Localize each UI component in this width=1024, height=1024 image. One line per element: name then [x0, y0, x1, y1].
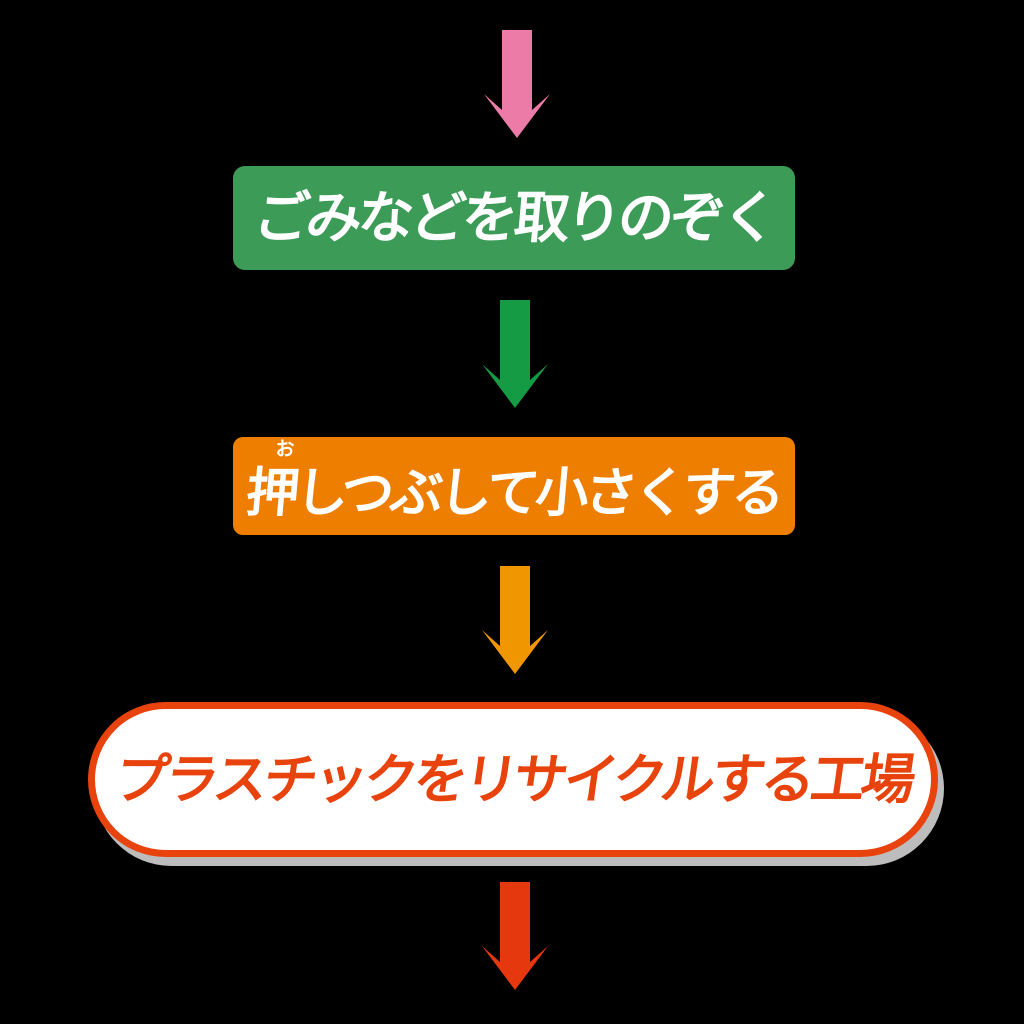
- step-crush-smaller-label: 押しつぶして小さくする: [243, 463, 784, 523]
- step-recycling-factory-label: プラスチックをリサイクルする工場: [110, 749, 916, 810]
- down-arrow-icon: [482, 300, 548, 408]
- step-crush-smaller-box: お 押しつぶして小さくする: [233, 437, 795, 535]
- down-arrow-icon: [484, 30, 550, 138]
- down-arrow-shape: [482, 300, 548, 408]
- step-remove-garbage-box: ごみなどを取りのぞく: [233, 166, 795, 270]
- step-recycling-factory-box: プラスチックをリサイクルする工場: [88, 702, 938, 857]
- down-arrow-shape: [484, 30, 550, 138]
- step-remove-garbage-label: ごみなどを取りのぞく: [251, 186, 777, 249]
- down-arrow-icon: [482, 882, 548, 990]
- down-arrow-shape: [482, 882, 548, 990]
- down-arrow-shape: [482, 566, 548, 674]
- furigana-label: お: [275, 439, 295, 460]
- down-arrow-icon: [482, 566, 548, 674]
